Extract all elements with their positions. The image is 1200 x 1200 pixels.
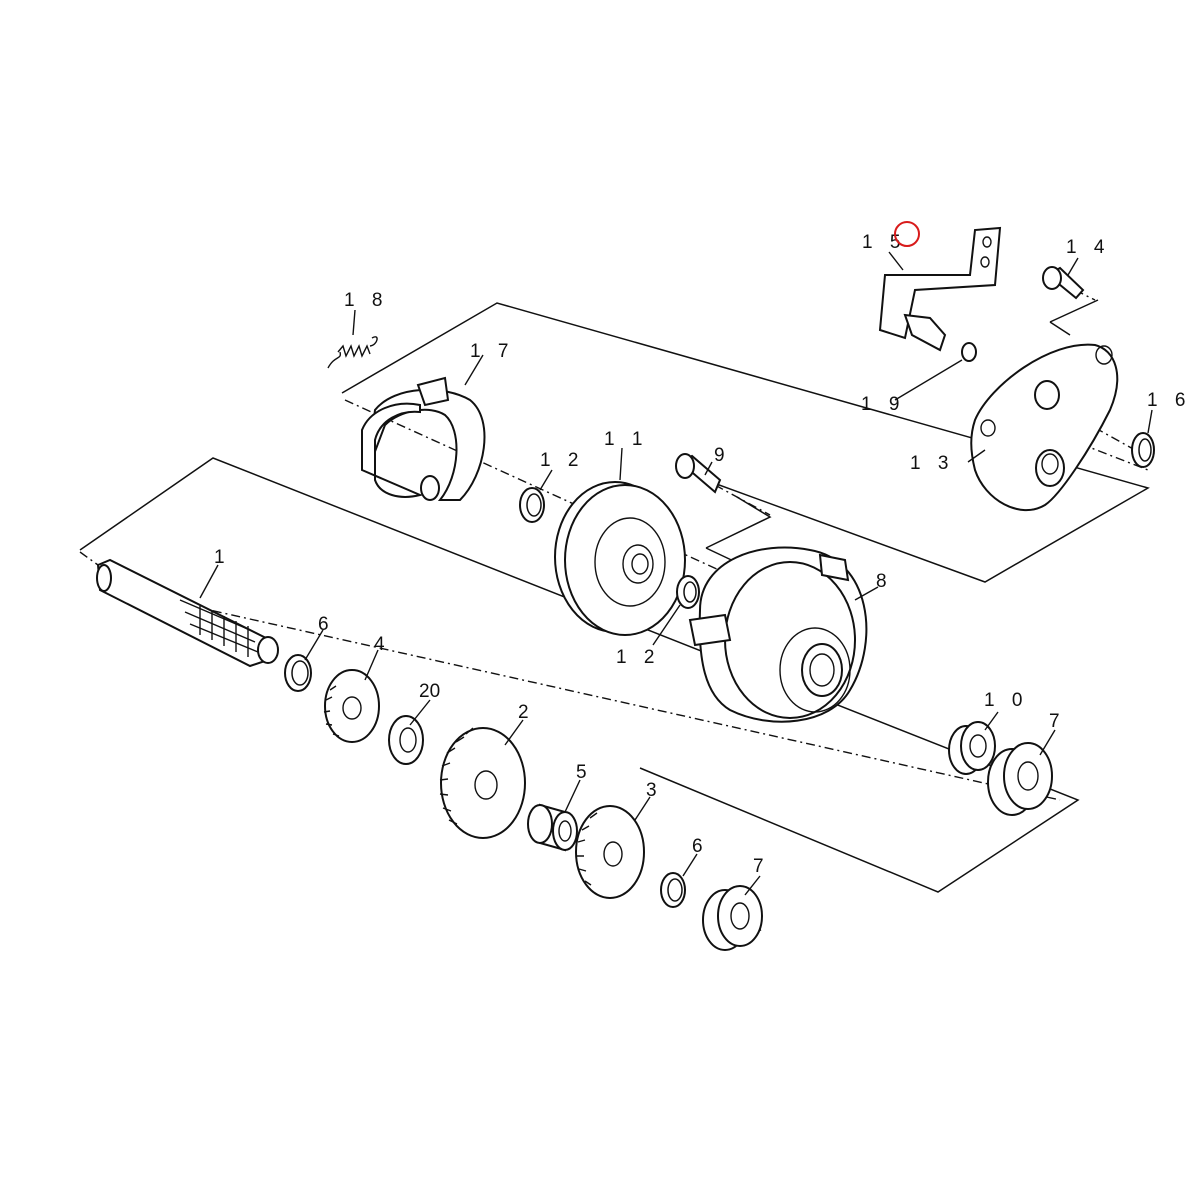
o-ring-19 <box>961 342 977 362</box>
screw-14 <box>1042 266 1085 300</box>
gear-2 <box>439 727 526 839</box>
circlip-12a <box>519 487 545 523</box>
bearing-7-upper <box>987 742 1053 816</box>
drive-shaft <box>96 558 279 668</box>
label-part-3: 3 <box>646 780 663 801</box>
oil-seal-10 <box>948 721 996 775</box>
gear-4 <box>323 669 380 743</box>
highlight-marker-circle <box>894 221 920 247</box>
label-part-19: 1 9 <box>861 394 905 415</box>
label-part-18: 1 8 <box>344 290 388 311</box>
leader-lines <box>199 251 1153 896</box>
collar-5 <box>527 803 578 852</box>
cover-frame-jog <box>1049 299 1099 336</box>
clutch-drum-11 <box>554 481 686 636</box>
label-part-20: 20 <box>419 681 440 702</box>
label-part-12-upper: 1 2 <box>540 450 584 471</box>
label-part-11: 1 1 <box>604 429 648 450</box>
brake-assembly-frame <box>341 302 1150 583</box>
gear-3 <box>575 805 645 899</box>
bearing-7-lower <box>702 885 763 951</box>
label-part-17: 1 7 <box>470 341 514 362</box>
cover-plate-13 <box>970 343 1119 511</box>
circlip-6b <box>660 872 686 908</box>
brake-axis <box>344 399 731 576</box>
bolt-9 <box>675 453 722 494</box>
label-part-10: 1 0 <box>984 690 1028 711</box>
label-part-9: 9 <box>714 445 731 466</box>
spring-18 <box>327 336 378 369</box>
label-part-16: 1 6 <box>1147 390 1191 411</box>
label-part-6-lower: 6 <box>692 836 709 857</box>
brake-shoe-17 <box>361 376 486 501</box>
washer-20 <box>388 715 424 765</box>
label-part-13: 1 3 <box>910 453 954 474</box>
circlip-6a <box>284 654 312 692</box>
label-part-12-lower: 1 2 <box>616 647 660 668</box>
circlip-16 <box>1131 432 1155 468</box>
label-part-7-upper: 7 <box>1049 711 1066 732</box>
label-part-4: 4 <box>374 634 391 655</box>
label-part-5: 5 <box>576 762 593 783</box>
label-part-8: 8 <box>876 571 893 592</box>
label-part-1: 1 <box>214 547 231 568</box>
label-part-14: 1 4 <box>1066 237 1110 258</box>
gear-case-8 <box>688 546 868 723</box>
lever-15 <box>878 226 1002 352</box>
label-part-15: 1 5 <box>862 232 906 253</box>
label-part-7-lower: 7 <box>753 856 770 877</box>
shaft-assembly-frame <box>79 457 1080 893</box>
shaft-axis <box>119 589 1061 801</box>
shaft-frame-dash <box>79 551 99 566</box>
label-part-2: 2 <box>518 702 535 723</box>
circlip-12b <box>676 575 700 609</box>
bolt-axis <box>714 484 771 516</box>
label-part-6-upper: 6 <box>318 614 335 635</box>
